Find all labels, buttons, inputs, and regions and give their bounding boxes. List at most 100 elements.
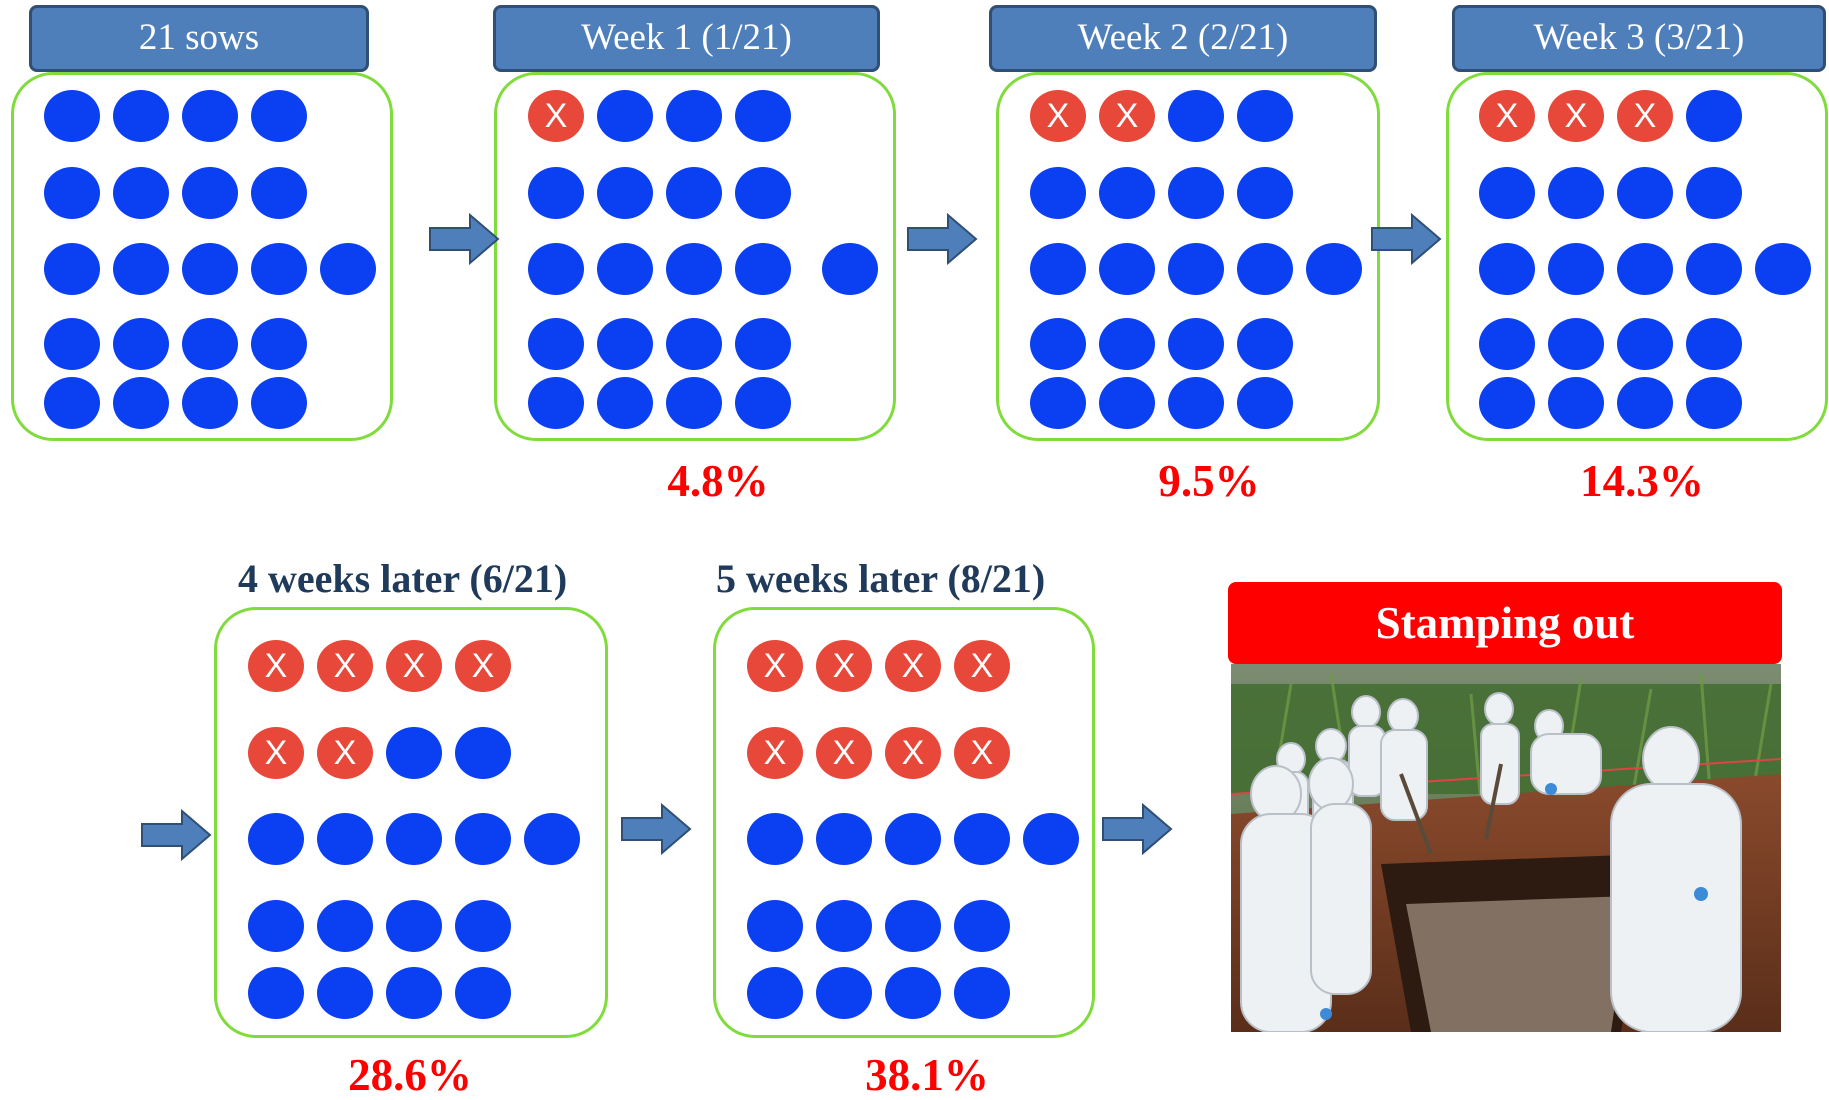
sow-dot (1479, 243, 1535, 295)
sow-dot (1023, 813, 1079, 865)
sow-dot (885, 900, 941, 952)
sow-dot (251, 90, 307, 142)
right-arrow-icon (141, 808, 212, 862)
sow-dot (528, 243, 584, 295)
sow-dot (317, 967, 373, 1019)
sow-dot (735, 90, 791, 142)
sow-dot (44, 90, 100, 142)
right-arrow-icon (1371, 212, 1442, 266)
sow-dot (44, 377, 100, 429)
sow-dot (597, 167, 653, 219)
sow-dot (735, 377, 791, 429)
sow-dot (182, 318, 238, 370)
group-heading: 4 weeks later (6/21) (238, 556, 568, 601)
sow-dot (1617, 318, 1673, 370)
sow-dot (1548, 167, 1604, 219)
sow-dot (1099, 243, 1155, 295)
sow-dot (1168, 377, 1224, 429)
sow-dot (1168, 167, 1224, 219)
group-heading: 5 weeks later (8/21) (716, 556, 1046, 601)
dead-sow-marker: X (885, 640, 941, 692)
sow-dot (317, 813, 373, 865)
dead-sow-marker: X (747, 640, 803, 692)
sow-dot (524, 813, 580, 865)
group-label: Week 1 (1/21) (493, 5, 880, 72)
sow-dot (251, 377, 307, 429)
sow-dot (251, 167, 307, 219)
group-label: Week 3 (3/21) (1452, 5, 1826, 72)
sow-dot (816, 967, 872, 1019)
sow-dot (666, 377, 722, 429)
sow-dot (113, 377, 169, 429)
dead-sow-marker: X (386, 640, 442, 692)
culling-photo (1231, 664, 1781, 1032)
sow-dot (1030, 243, 1086, 295)
sow-dot (735, 318, 791, 370)
sow-dot (251, 243, 307, 295)
sow-dot (1168, 318, 1224, 370)
sow-dot (597, 318, 653, 370)
sow-dot (182, 377, 238, 429)
sow-dot (1548, 318, 1604, 370)
dead-sow-marker: X (1479, 90, 1535, 142)
sow-dot (44, 318, 100, 370)
sow-dot (954, 900, 1010, 952)
sow-dot (1237, 377, 1293, 429)
sow-dot (597, 377, 653, 429)
sow-dot (735, 167, 791, 219)
sow-dot (1099, 318, 1155, 370)
sow-dot (1617, 377, 1673, 429)
group-label: Week 2 (2/21) (989, 5, 1377, 72)
sow-dot (113, 167, 169, 219)
sow-dot (320, 243, 376, 295)
sow-dot (528, 318, 584, 370)
sow-dot (885, 813, 941, 865)
sow-dot (1030, 318, 1086, 370)
percent-label: 4.8% (667, 456, 769, 506)
sow-dot (1168, 243, 1224, 295)
sow-dot (182, 90, 238, 142)
sow-dot (455, 727, 511, 779)
sow-dot (1479, 167, 1535, 219)
sow-dot (816, 813, 872, 865)
sow-dot (1686, 377, 1742, 429)
sow-dot (1306, 243, 1362, 295)
sow-dot (44, 243, 100, 295)
dead-sow-marker: X (528, 90, 584, 142)
right-arrow-icon (429, 212, 500, 266)
dead-sow-marker: X (1099, 90, 1155, 142)
sow-dot (1237, 90, 1293, 142)
sow-dot (747, 967, 803, 1019)
sow-dot (1099, 377, 1155, 429)
dead-sow-marker: X (816, 640, 872, 692)
sow-dot (1479, 318, 1535, 370)
percent-label: 14.3% (1580, 456, 1704, 506)
right-arrow-icon (1102, 802, 1173, 856)
sow-dot (597, 90, 653, 142)
sow-dot (735, 243, 791, 295)
sow-dot (816, 900, 872, 952)
sow-dot (1168, 90, 1224, 142)
sow-dot (954, 967, 1010, 1019)
dead-sow-marker: X (885, 727, 941, 779)
sow-dot (747, 813, 803, 865)
sow-dot (666, 243, 722, 295)
sow-dot (1237, 318, 1293, 370)
sow-dot (113, 318, 169, 370)
sow-dot (1617, 167, 1673, 219)
sow-dot (386, 900, 442, 952)
sow-dot (1548, 377, 1604, 429)
sow-dot (1686, 90, 1742, 142)
sow-dot (455, 813, 511, 865)
sow-dot (251, 318, 307, 370)
sow-dot (1237, 243, 1293, 295)
sow-dot (1755, 243, 1811, 295)
dead-sow-marker: X (317, 640, 373, 692)
sow-dot (386, 727, 442, 779)
dead-sow-marker: X (455, 640, 511, 692)
percent-label: 9.5% (1158, 456, 1260, 506)
sow-dot (666, 167, 722, 219)
percent-label: 38.1% (865, 1050, 989, 1100)
sow-dot (1686, 167, 1742, 219)
sow-dot (747, 900, 803, 952)
